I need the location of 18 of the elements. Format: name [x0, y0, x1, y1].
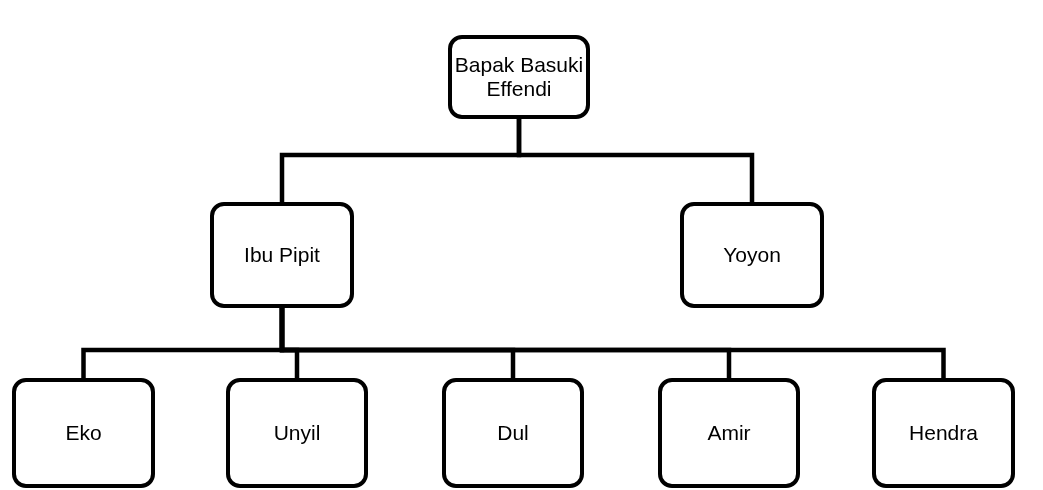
person-box	[872, 378, 1015, 488]
person-name: Hendra	[909, 420, 978, 446]
person-box	[448, 35, 590, 119]
person-box	[226, 378, 368, 488]
person-name: Yoyon	[723, 242, 781, 268]
person-name: Ibu Pipit	[244, 242, 320, 268]
person-box	[12, 378, 155, 488]
connector-line	[279, 308, 946, 378]
person-name: Amir	[707, 420, 751, 446]
person-name: Bapak Basuki Effendi	[453, 52, 585, 102]
connector-line	[516, 119, 755, 202]
person-box	[442, 378, 584, 488]
person-box	[658, 378, 800, 488]
person-box	[210, 202, 354, 308]
person-name: Eko	[65, 420, 102, 446]
person-name: Unyil	[273, 420, 321, 446]
person-box	[680, 202, 824, 308]
person-name: Dul	[497, 420, 529, 446]
